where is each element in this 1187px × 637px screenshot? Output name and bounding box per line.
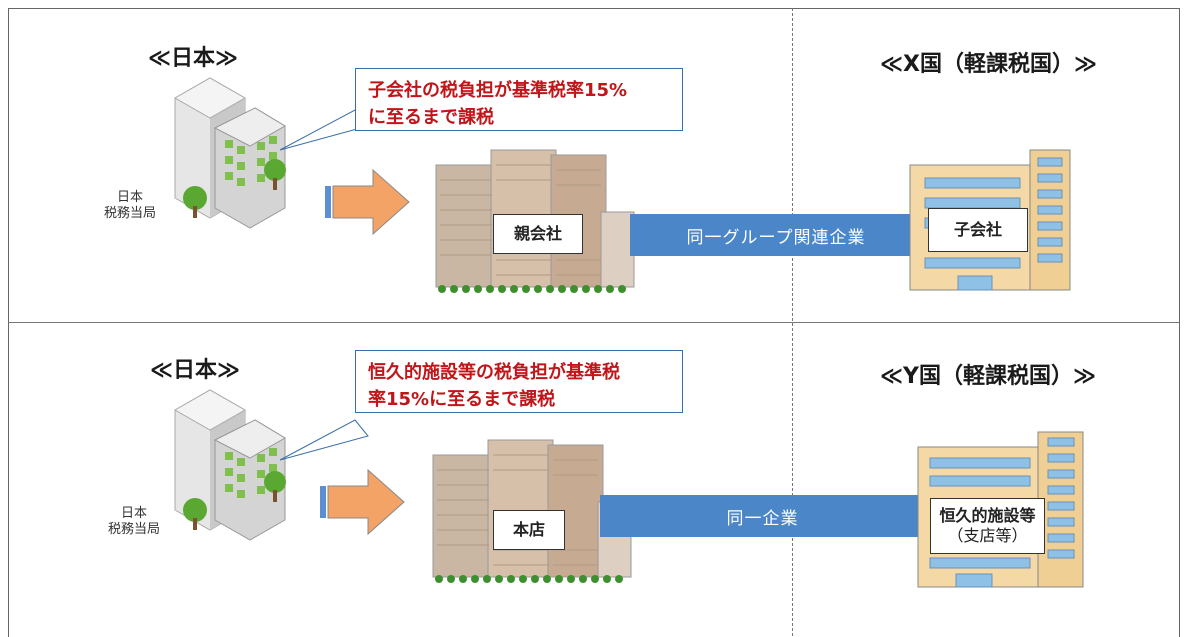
tax-office-building-icon xyxy=(173,77,286,229)
permanent-establishment-label: 恒久的施設等 （支店等） xyxy=(930,498,1045,554)
tax-callout: 恒久的施設等の税負担が基準税 率15%に至るまで課税 xyxy=(355,350,683,413)
parent-company-label: 親会社 xyxy=(493,214,583,254)
subsidiary-label: 子会社 xyxy=(928,208,1028,252)
head-office-label: 本店 xyxy=(493,510,565,550)
panel-divider xyxy=(8,322,1179,323)
arrow-icon xyxy=(320,468,405,536)
callout-tail xyxy=(279,419,369,461)
tax-authority-label: 日本 税務当局 xyxy=(104,190,157,221)
head-office-building-icon xyxy=(432,439,632,583)
japan-label: ≪日本≫ xyxy=(148,46,239,71)
relation-bar: 同一企業 xyxy=(600,495,925,537)
foreign-country-label: ≪X国（軽課税国）≫ xyxy=(880,52,1098,77)
border-line xyxy=(792,8,793,636)
relation-bar: 同一グループ関連企業 xyxy=(630,214,922,256)
tax-callout: 子会社の税負担が基準税率15% に至るまで課税 xyxy=(355,68,683,131)
foreign-country-label: ≪Y国（軽課税国）≫ xyxy=(880,364,1096,389)
tax-office-building-icon xyxy=(173,389,286,541)
japan-label: ≪日本≫ xyxy=(150,358,241,383)
tax-authority-label: 日本 税務当局 xyxy=(108,506,161,537)
arrow-icon xyxy=(325,168,410,236)
